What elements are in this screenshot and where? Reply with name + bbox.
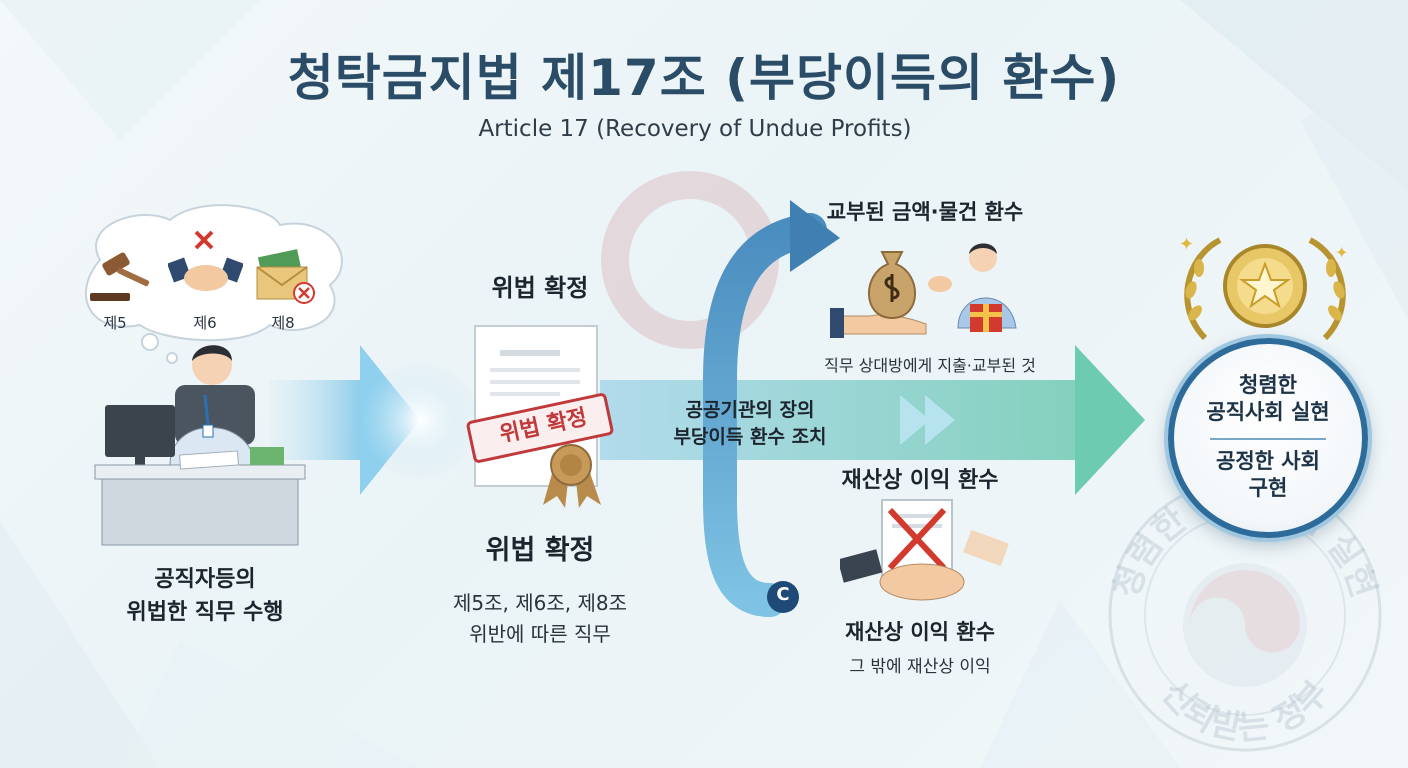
arrow-to-result bbox=[600, 345, 1145, 495]
curve-marker-c bbox=[767, 581, 799, 613]
center-action-line2: 부당이득 환수 조치 bbox=[673, 426, 827, 448]
result-line4: 구현 bbox=[1248, 476, 1288, 500]
step2-description: 제5조, 제6조, 제8조 위반에 따른 직무 bbox=[400, 588, 680, 650]
branch-bottom-title: 재산상 이익 환수 bbox=[841, 468, 999, 493]
crossed-contract-handshake-illustration bbox=[840, 499, 1009, 601]
branch-curve bbox=[703, 200, 840, 617]
step1-label: 공직자등의 위법한 직무 수행 bbox=[90, 563, 320, 629]
curve-marker-label: C bbox=[776, 584, 790, 605]
money-bag-return-illustration bbox=[830, 243, 1017, 338]
official-at-desk-illustration bbox=[94, 345, 306, 546]
laurel-medal-icon: ✦ ✦ bbox=[1179, 234, 1348, 341]
branch-top-desc: 직무 상대방에게 지출·교부된 것 bbox=[824, 356, 1036, 375]
branch-bottom-label: 재산상 이익 환수 bbox=[845, 620, 995, 644]
result-badge: 청렴한 공직사회 실현 공정한 사회 구현 bbox=[1168, 338, 1368, 538]
center-action-label: 공공기관의 장의 부당이득 환수 조치 bbox=[640, 397, 860, 451]
step2-desc-line1: 제5조, 제6조, 제8조 bbox=[452, 591, 627, 615]
bubble-label-5: 제5 bbox=[103, 314, 127, 332]
result-line3: 공정한 사회 bbox=[1216, 449, 1320, 473]
page-title: 청탁금지법 제17조 (부당이득의 환수) bbox=[287, 49, 1121, 107]
bubble-label-8: 제8 bbox=[271, 314, 295, 332]
svg-text:✦: ✦ bbox=[1335, 243, 1348, 262]
result-line1: 청렴한 bbox=[1239, 373, 1297, 397]
result-line2: 공직사회 실현 bbox=[1206, 400, 1330, 424]
step2-bottom-label: 위법 확정 bbox=[485, 535, 595, 566]
money-envelope-icon bbox=[256, 249, 315, 304]
branch-top-title: 교부된 금액·물건 환수 bbox=[826, 200, 1024, 224]
center-action-line1: 공공기관의 장의 bbox=[685, 399, 815, 421]
certified-document-illustration bbox=[466, 325, 614, 508]
handshake-icon bbox=[168, 230, 243, 291]
branch-bottom-desc: 그 밖에 재산상 이익 bbox=[849, 657, 991, 677]
bubble-label-6: 제6 bbox=[193, 314, 217, 332]
step2-desc-line2: 위반에 따른 직무 bbox=[469, 622, 611, 646]
arrow-to-step2 bbox=[270, 345, 480, 495]
page-subtitle: Article 17 (Recovery of Undue Profits) bbox=[478, 116, 912, 142]
step1-label-line2: 위법한 직무 수행 bbox=[126, 600, 284, 625]
result-divider bbox=[1210, 438, 1326, 440]
svg-text:✦: ✦ bbox=[1179, 234, 1194, 255]
seal-watermark bbox=[1108, 478, 1382, 752]
gavel-icon bbox=[90, 252, 150, 301]
step1-label-line1: 공직자등의 bbox=[154, 567, 256, 592]
step2-top-label: 위법 확정 bbox=[491, 274, 589, 302]
